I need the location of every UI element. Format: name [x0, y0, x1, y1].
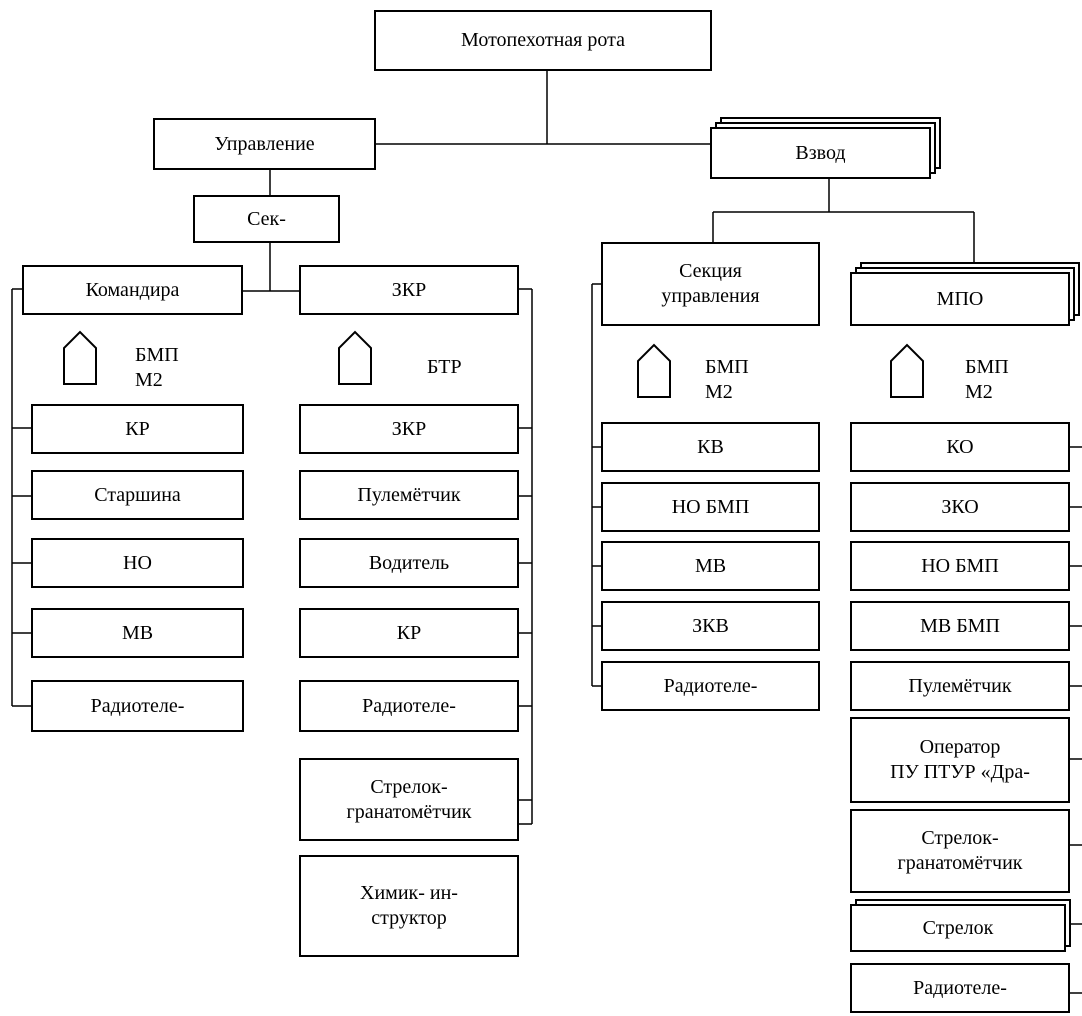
deputy-box: ЗКР — [299, 265, 519, 315]
vehicle-label: БМП М2 — [965, 356, 1009, 403]
deputy-member: КР — [299, 608, 519, 658]
deputy-member: Пулемётчик — [299, 470, 519, 520]
control-member: Радиотеле- — [601, 661, 820, 711]
control-member: НО БМП — [601, 482, 820, 532]
squad-member: ЗКО — [850, 482, 1070, 532]
vehicle-icon — [63, 330, 97, 385]
platoon-box: Взвод — [710, 127, 931, 179]
squad-member: Оператор ПУ ПТУР «Дра- — [850, 717, 1070, 803]
vehicle-icon — [637, 343, 671, 398]
deputy-member: ЗКР — [299, 404, 519, 454]
commander-member: НО — [31, 538, 244, 588]
squad-member: МВ БМП — [850, 601, 1070, 651]
vehicle-label: БМП М2 — [135, 344, 179, 391]
deputy-member: Водитель — [299, 538, 519, 588]
company-box: Мотопехотная рота — [374, 10, 712, 71]
commander-member: МВ — [31, 608, 244, 658]
commander-member: КР — [31, 404, 244, 454]
deputy-member: Стрелок- гранатомётчик — [299, 758, 519, 841]
vehicle-label: БМП М2 — [705, 356, 749, 403]
control-section-box: Секция управления — [601, 242, 820, 326]
vehicle-label: БТР — [427, 356, 462, 378]
squad-member: КО — [850, 422, 1070, 472]
section-box: Сек- — [193, 195, 340, 243]
control-member: МВ — [601, 541, 820, 591]
management-box: Управление — [153, 118, 376, 170]
squad-member: Пулемётчик — [850, 661, 1070, 711]
squad-member: Стрелок — [850, 904, 1066, 952]
vehicle-icon — [890, 343, 924, 398]
squad-box: МПО — [850, 272, 1070, 326]
commander-member: Старшина — [31, 470, 244, 520]
deputy-member: Радиотеле- — [299, 680, 519, 732]
deputy-member: Химик- ин- структор — [299, 855, 519, 957]
squad-member: Радиотеле- — [850, 963, 1070, 1013]
control-member: КВ — [601, 422, 820, 472]
squad-member: Стрелок- гранатомётчик — [850, 809, 1070, 893]
squad-member: НО БМП — [850, 541, 1070, 591]
commander-box: Командира — [22, 265, 243, 315]
control-member: ЗКВ — [601, 601, 820, 651]
vehicle-icon — [338, 330, 372, 385]
commander-member: Радиотеле- — [31, 680, 244, 732]
